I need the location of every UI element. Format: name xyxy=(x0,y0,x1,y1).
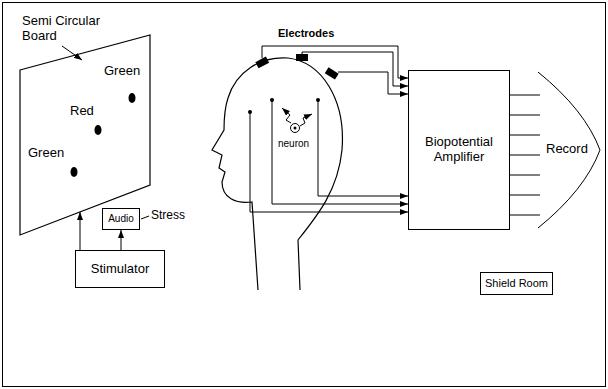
signal-zigzag xyxy=(282,108,291,123)
amplifier-box: Biopotential Amplifier xyxy=(408,70,510,230)
box-text: Shield Room xyxy=(485,277,548,290)
stress-label: Stress xyxy=(151,209,185,223)
electrode-wire xyxy=(338,72,408,94)
output-line xyxy=(510,115,540,116)
board-outline xyxy=(20,35,150,235)
color-label: Green xyxy=(28,146,64,161)
connector-arrow xyxy=(121,230,122,250)
output-line xyxy=(510,215,540,216)
output-line xyxy=(510,95,540,96)
output-line xyxy=(510,175,540,176)
electrode xyxy=(296,54,308,61)
probe-wire xyxy=(272,100,408,204)
output-line xyxy=(510,195,540,196)
neuron-symbol xyxy=(291,124,300,133)
light-dot xyxy=(71,167,78,177)
shield-room-box: Shield Room xyxy=(480,272,553,295)
box-text: Audio xyxy=(108,213,134,225)
color-label: Green xyxy=(104,64,140,79)
connector-arrow xyxy=(80,212,81,250)
electrode-wire xyxy=(262,46,408,78)
output-line xyxy=(510,135,540,136)
electrode xyxy=(255,57,269,69)
stimulator-box: Stimulator xyxy=(75,250,165,288)
light-dot xyxy=(95,125,102,135)
neuron-label: neuron xyxy=(278,138,309,150)
record-label: Record xyxy=(546,142,588,157)
electrodes-label: Electrodes xyxy=(278,27,334,40)
color-label: Red xyxy=(70,104,94,119)
box-text: Stimulator xyxy=(91,262,150,277)
record-bracket xyxy=(538,72,600,228)
semicircular-board: GreenRedGreen xyxy=(20,35,150,235)
neuron-symbol xyxy=(294,127,297,130)
probe-wire xyxy=(318,100,408,196)
board-label: Semi Circular Board xyxy=(22,14,117,44)
signal-zigzag xyxy=(300,114,312,126)
probe-wire xyxy=(250,112,408,212)
box-text: Biopotential Amplifier xyxy=(417,135,501,165)
electrode-wire xyxy=(302,52,408,86)
output-line xyxy=(510,155,540,156)
head-outline xyxy=(212,58,342,290)
frame xyxy=(3,3,606,387)
electrode xyxy=(325,67,339,79)
audio-box: Audio xyxy=(102,208,140,230)
light-dot xyxy=(129,93,136,103)
leader-line xyxy=(141,216,149,219)
